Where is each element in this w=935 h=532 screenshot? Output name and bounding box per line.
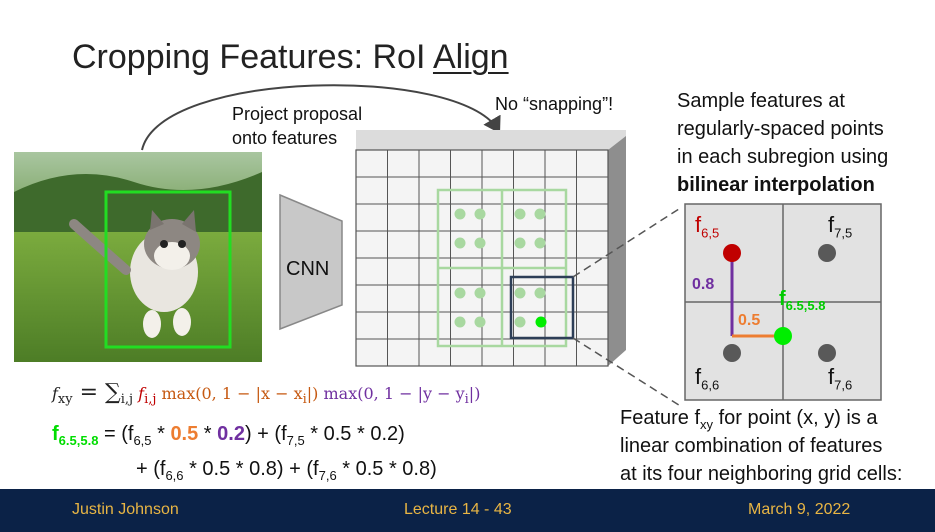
label-f76: f7,6 — [828, 364, 853, 393]
label-fpt: f6.5,5.8 — [779, 288, 826, 313]
footer-lecture: Lecture 14 - 43 — [404, 501, 512, 518]
slide-title: Cropping Features: RoI Align — [72, 38, 509, 77]
sample-text-2: regularly-spaced points — [677, 118, 884, 140]
zoom-region — [684, 203, 882, 401]
title-underlined: Align — [432, 38, 509, 76]
footer-date: March 9, 2022 — [748, 501, 851, 518]
label-f75: f7,5 — [828, 212, 853, 241]
label-weight-05: 0.5 — [738, 312, 761, 329]
project-note-1: Project proposal — [232, 104, 363, 124]
zoom-connectors — [572, 206, 683, 408]
equation-line-2: + (f6,6 * 0.5 * 0.8) + (f7,6 * 0.5 * 0.8… — [136, 458, 437, 483]
sample-text-1: Sample features at — [677, 90, 845, 112]
feature-map — [355, 130, 626, 367]
slide-footer: Justin Johnson Lecture 14 - 43 March 9, … — [0, 489, 935, 532]
sample-text-3: in each subregion using — [677, 146, 889, 168]
project-note-2: onto features — [232, 128, 338, 148]
no-snapping-note: No “snapping”! — [495, 94, 614, 114]
feature-text-3: at its four neighboring grid cells: — [620, 463, 903, 485]
feature-text-2: linear combination of features — [620, 435, 883, 457]
title-text: Cropping Features: RoI — [72, 38, 433, 76]
kitten-photo — [14, 152, 262, 362]
footer-author: Justin Johnson — [72, 501, 179, 518]
label-f65: f6,5 — [695, 212, 720, 241]
feature-text-1: Feature fxy for point (x, y) is a — [620, 407, 878, 432]
bilinear-formula: fxy = ∑i,j fi,j max(0, 1 − |x − xi|) max… — [52, 380, 481, 408]
label-weight-08: 0.8 — [692, 276, 715, 293]
worked-equation: f6.5,5.8 = (f6,5 * 0.5 * 0.2) + (f7,5 * … — [52, 420, 437, 490]
project-arrow — [141, 84, 501, 151]
cnn-block — [279, 193, 343, 331]
cnn-label: CNN — [286, 258, 330, 280]
sample-text-4: bilinear interpolation — [677, 174, 875, 196]
equation-line-1: f6.5,5.8 = (f6,5 * 0.5 * 0.2) + (f7,5 * … — [52, 423, 405, 448]
label-f66: f6,6 — [695, 364, 720, 393]
